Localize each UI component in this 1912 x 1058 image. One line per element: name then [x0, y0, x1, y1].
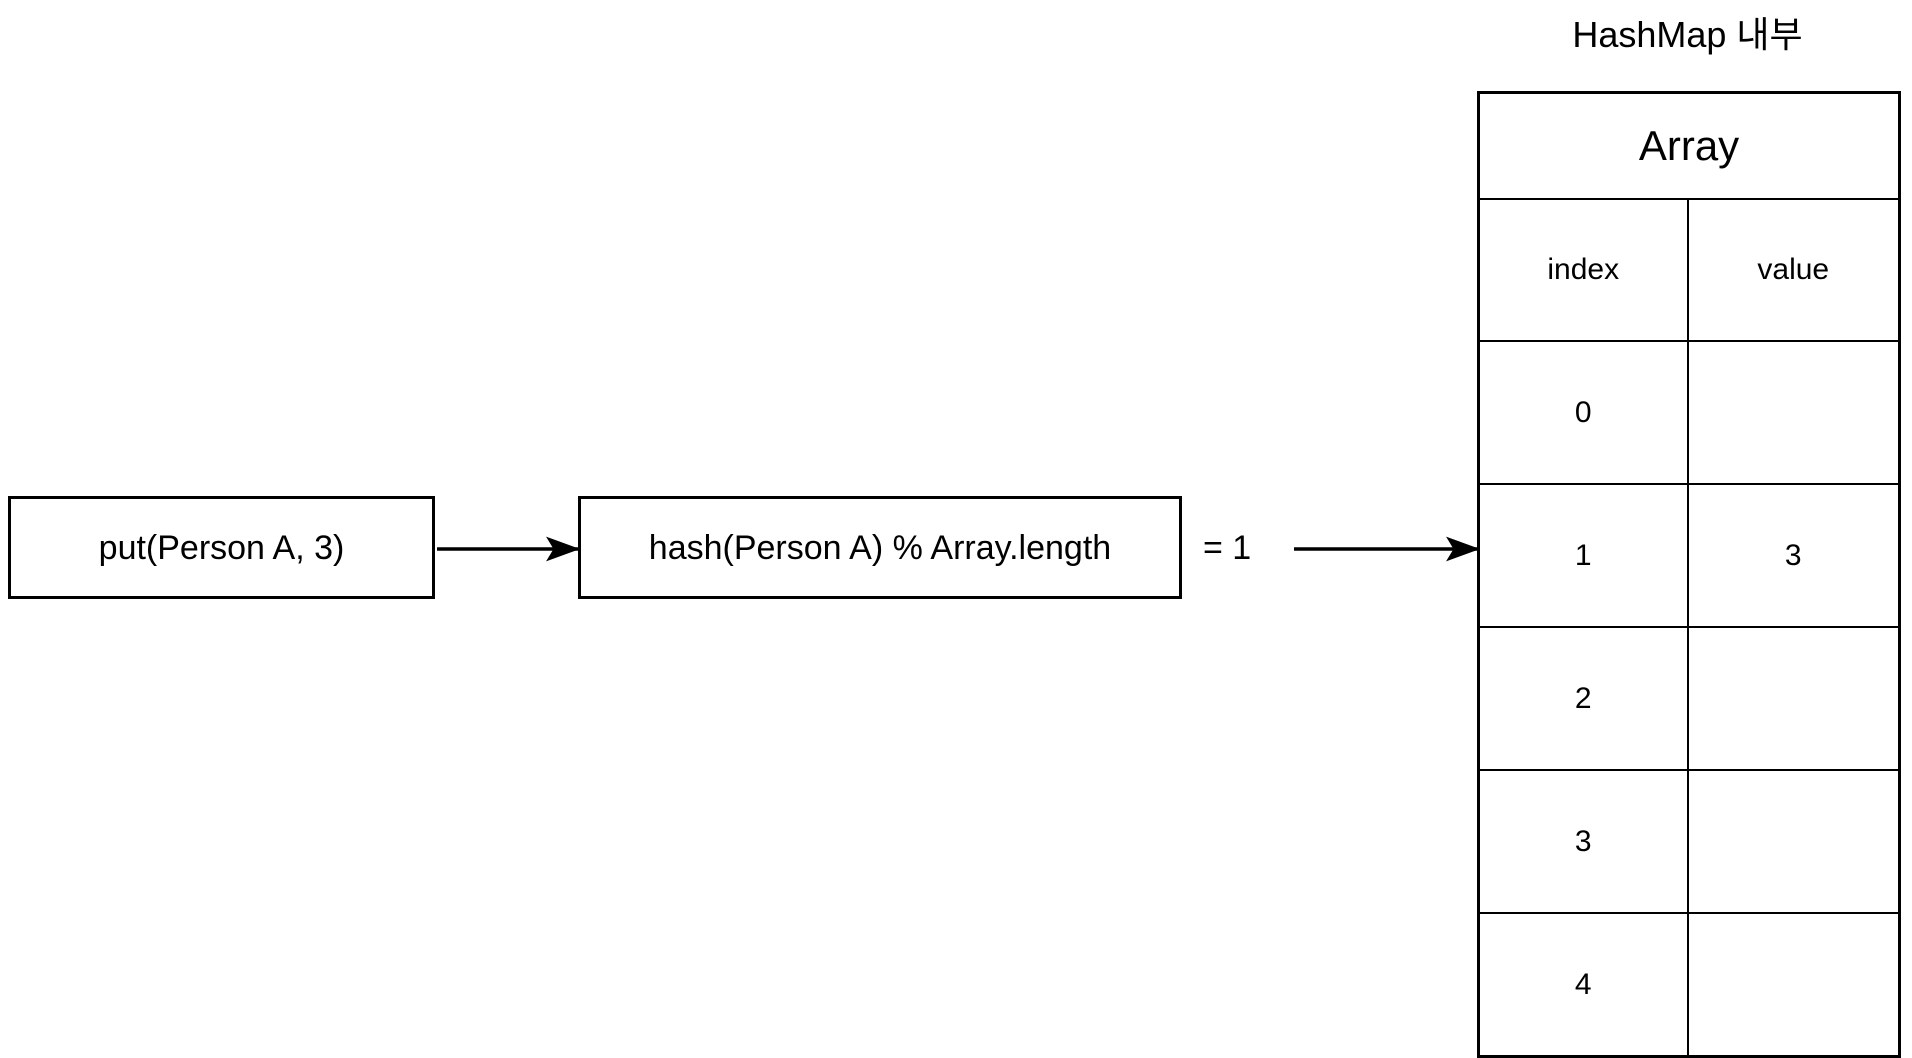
column-header-value: value [1686, 198, 1900, 342]
cell-value-2 [1686, 626, 1900, 771]
cell-index-0: 0 [1478, 340, 1689, 485]
cell-index-1: 1 [1478, 483, 1689, 628]
cell-value-0 [1686, 340, 1900, 485]
process-box-hash-label: hash(Person A) % Array.length [648, 528, 1112, 567]
array-table-title-row: Array [1478, 92, 1900, 200]
column-header-index: index [1478, 198, 1689, 342]
cell-value-1: 3 [1686, 483, 1900, 628]
table-row: 4 [1478, 912, 1900, 1057]
cell-value-3 [1686, 769, 1900, 914]
process-box-put-label: put(Person A, 3) [98, 528, 345, 567]
cell-value-4 [1686, 912, 1900, 1057]
hash-result-label: = 1 [1203, 529, 1252, 567]
table-row: 2 [1478, 626, 1900, 771]
table-row: 0 [1478, 340, 1900, 485]
page-title: HashMap 내부 [1572, 14, 1803, 55]
array-table: Array index value 0 1 3 2 3 [1477, 91, 1902, 1058]
process-box-hash: hash(Person A) % Array.length [578, 496, 1182, 599]
array-table-column-header-row: index value [1478, 198, 1900, 342]
table-row: 1 3 [1478, 483, 1900, 628]
table-row: 3 [1478, 769, 1900, 914]
cell-index-4: 4 [1478, 912, 1689, 1057]
array-table-header: Array [1478, 92, 1900, 200]
cell-index-3: 3 [1478, 769, 1689, 914]
cell-index-2: 2 [1478, 626, 1689, 771]
process-box-put: put(Person A, 3) [8, 496, 435, 599]
